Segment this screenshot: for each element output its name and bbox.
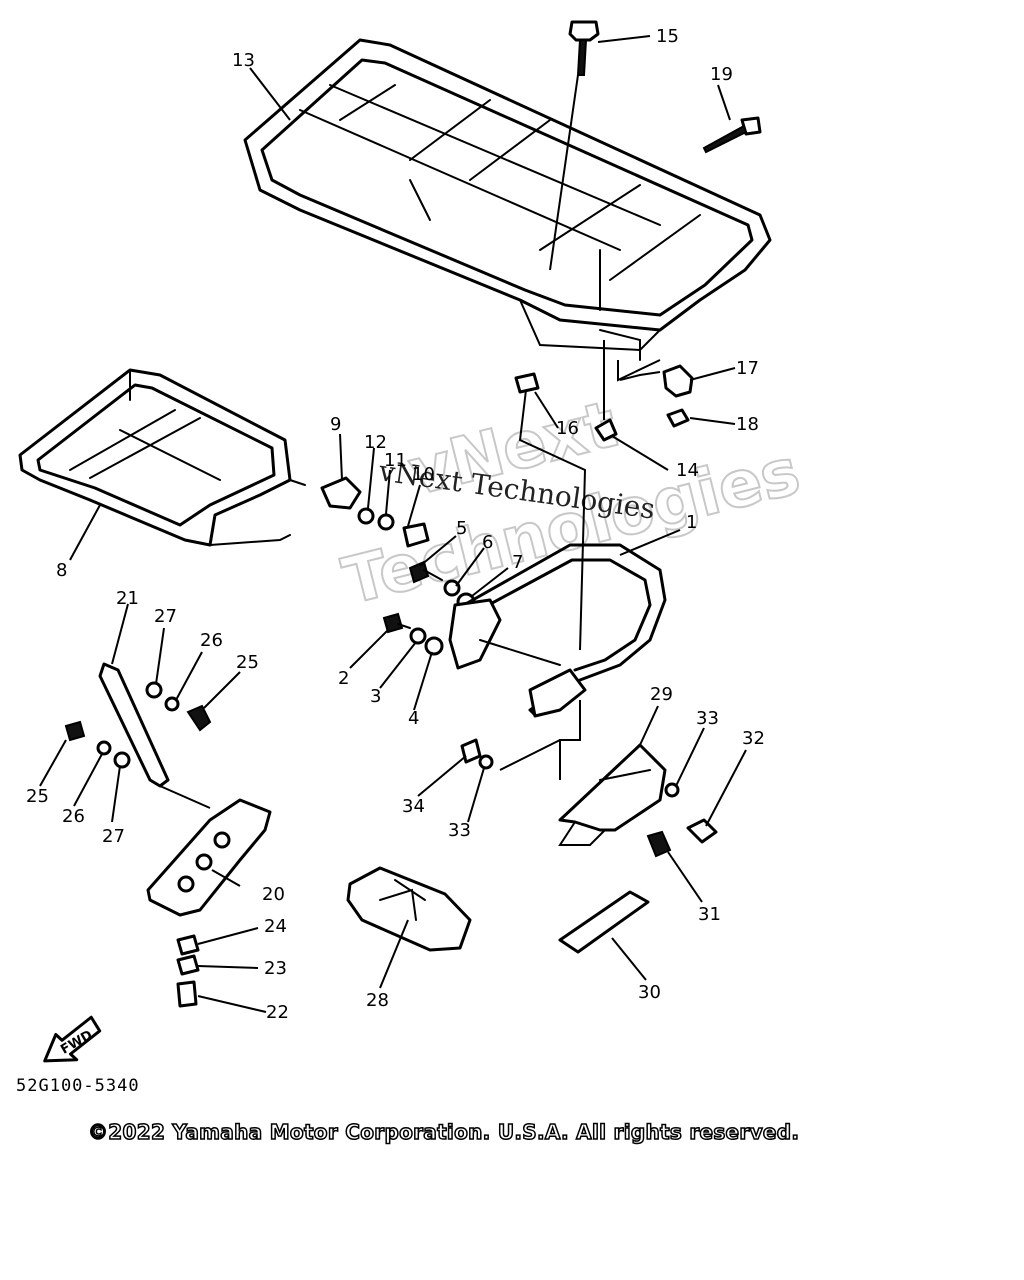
- callout-14: 14: [676, 460, 699, 481]
- callout-28: 28: [366, 990, 389, 1011]
- callout-4: 4: [408, 708, 419, 729]
- collar-18: [666, 408, 690, 428]
- callout-10: 10: [412, 464, 435, 485]
- callout-9: 9: [330, 414, 341, 435]
- callout-12: 12: [364, 432, 387, 453]
- callout-18: 18: [736, 414, 759, 435]
- callout-21: 21: [116, 588, 139, 609]
- callout-15: 15: [656, 26, 679, 47]
- callout-32: 32: [742, 728, 765, 749]
- callout-31: 31: [698, 904, 721, 925]
- callout-25a: 25: [236, 652, 259, 673]
- callout-11: 11: [384, 450, 407, 471]
- callout-2: 2: [338, 668, 349, 689]
- plate-20: [146, 798, 272, 917]
- callout-labels: 1 2 3 4 5 6 7 8 9 10 11 12 13 14 15 16 1…: [26, 26, 765, 1023]
- callout-33b: 33: [448, 820, 471, 841]
- callout-1: 1: [686, 512, 697, 533]
- callout-3: 3: [370, 686, 381, 707]
- footrest-29: [499, 739, 667, 846]
- nut-23: [176, 954, 200, 976]
- leader-lines: [39, 35, 747, 1013]
- callout-8: 8: [56, 560, 67, 581]
- carrier-bolt-19: [702, 116, 762, 154]
- callout-27b: 27: [102, 826, 125, 847]
- damper-14: [594, 418, 618, 442]
- callout-7: 7: [512, 552, 523, 573]
- damper-16: [514, 372, 540, 394]
- callout-26b: 26: [62, 806, 85, 827]
- pad-30: [558, 890, 650, 954]
- diagram-code: 52G100-5340: [16, 1076, 140, 1096]
- bolt-32: [686, 818, 718, 844]
- callout-27a: 27: [154, 606, 177, 627]
- callout-23: 23: [264, 958, 287, 979]
- collar-24: [176, 934, 200, 956]
- tool-bag-28: [346, 866, 472, 952]
- callout-17: 17: [736, 358, 759, 379]
- carrier-knob: [549, 20, 600, 271]
- carrier-bracket-1: [448, 543, 667, 780]
- callout-30: 30: [638, 982, 661, 1003]
- callout-26a: 26: [200, 630, 223, 651]
- stay-21: [64, 662, 212, 809]
- callout-20: 20: [262, 884, 285, 905]
- callout-13: 13: [232, 50, 255, 71]
- copyright-notice: ©2022 Yamaha Motor Corporation. U.S.A. A…: [87, 1119, 800, 1145]
- bolt-31: [646, 830, 672, 858]
- callout-34: 34: [402, 796, 425, 817]
- callout-6: 6: [482, 532, 493, 553]
- callout-25b: 25: [26, 786, 49, 807]
- washer-33b: [478, 754, 494, 770]
- callout-5: 5: [456, 518, 467, 539]
- callout-29: 29: [650, 684, 673, 705]
- callout-16: 16: [556, 418, 579, 439]
- clip-17: [662, 364, 694, 398]
- washer-4: [424, 636, 444, 656]
- rear-carrier-rack: [243, 38, 772, 361]
- callout-19: 19: [710, 64, 733, 85]
- washer-33a: [664, 782, 680, 798]
- nut-34: [460, 738, 482, 764]
- callout-24: 24: [264, 916, 287, 937]
- callout-33a: 33: [696, 708, 719, 729]
- front-carrier-rack: [18, 368, 306, 547]
- callout-22: 22: [266, 1002, 289, 1023]
- washer-3: [409, 627, 427, 645]
- fwd-arrow-icon: FWD: [43, 1015, 102, 1063]
- bolt-2: [382, 612, 404, 634]
- bolt-22: [176, 980, 198, 1008]
